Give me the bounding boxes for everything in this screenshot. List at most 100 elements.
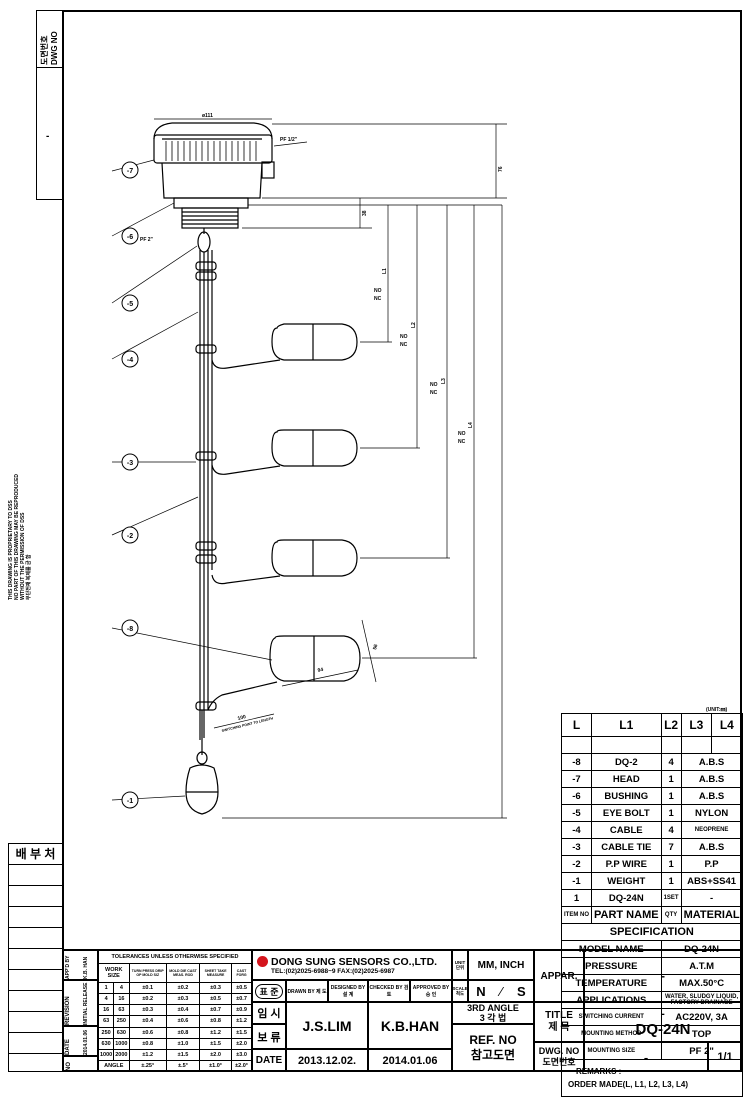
dim-header-l3: L3 — [680, 713, 713, 737]
head-top — [153, 134, 273, 164]
dim-l4: L4 — [468, 422, 474, 428]
drawn-by-label: DRAWN BY 제 도 — [286, 980, 328, 1002]
bobu-label: 보 류 — [252, 1024, 286, 1049]
cable-tie — [195, 271, 217, 281]
no-3: NO — [430, 382, 438, 388]
dim-header-l4: L4 — [711, 713, 743, 737]
callout-2: -2 — [127, 533, 133, 540]
callout-6: -6 — [127, 234, 133, 241]
dwg-no-label-en: DWG NO — [50, 31, 59, 65]
dwg-no-label-ko: 도면번호 — [40, 35, 49, 65]
pyojun-label: 표 준 — [252, 980, 286, 1002]
no-4: NO — [458, 431, 466, 437]
disclaimer-line-4: 무단전재 복제를 금 함 — [26, 554, 32, 600]
date-drawn: 2013.12.02. — [286, 1049, 368, 1072]
dims-header-row: L L1 L2 L3 L4 — [561, 713, 743, 737]
dwg-no-label-box: 도면번호 DWG NO — [37, 11, 62, 68]
dim-76: 76 — [498, 166, 504, 172]
unit-value: MM, INCH — [468, 950, 534, 980]
scale-slash-icon: ⁄ — [500, 983, 503, 999]
nc-2: NC — [400, 342, 408, 348]
cable-tie — [195, 701, 217, 711]
cable-tie — [195, 344, 217, 354]
left-strip: 도면번호 DWG NO - — [36, 10, 62, 200]
tolerance-row: ANGLE±.25°±.5°±1.0°±2.0° — [98, 1059, 252, 1073]
appar-value: - — [584, 950, 742, 1002]
distribution-title: 배 부 처 — [9, 844, 62, 865]
float-4 — [269, 635, 361, 682]
bushing-flange — [173, 197, 249, 209]
dim-56: 56 — [372, 643, 379, 650]
date-checked: 2014.01.06 — [368, 1049, 452, 1072]
tolerance-title: TOLERANCES UNLESS OTHERWISE SPECIFIED — [98, 950, 252, 964]
ref-no-en: REF. NO — [469, 1033, 517, 1047]
weight — [185, 764, 219, 815]
dim-38: 38 — [362, 210, 368, 216]
dim-l2: L2 — [411, 322, 417, 328]
unit-note: (UNIT:㎜) — [706, 707, 728, 713]
dim-header-l1: L1 — [591, 713, 662, 737]
scale-s: S — [517, 983, 526, 999]
title-label-en: TITLE — [545, 1010, 573, 1021]
drawn-by-value: J.S.LIM — [286, 1002, 368, 1049]
checked-by-label: CHECKED BY 검 토 — [368, 980, 410, 1002]
appar-label: APPAR. — [534, 950, 584, 1002]
dim-pf2: PF 2" — [140, 237, 154, 243]
dim-header-l: L — [561, 713, 592, 737]
float-1 — [271, 323, 358, 361]
float-lead-2 — [211, 464, 281, 475]
scale-value: N ⁄ S — [468, 980, 534, 1002]
float-2 — [271, 429, 358, 467]
technical-drawing: -7 -6 -5 -4 -3 -2 -8 -1 ø111 PF 1/2" PF … — [111, 113, 507, 819]
callout-4: -4 — [127, 357, 133, 364]
checked-by-value: K.B.HAN — [368, 1002, 452, 1049]
distribution-table: 배 부 처 — [8, 843, 63, 1072]
appd-by-label: APP'D BY — [65, 955, 71, 979]
rev-date-value: 2014.01.06 — [83, 1029, 89, 1055]
float-lead-4 — [207, 681, 278, 711]
cable-tie — [195, 261, 217, 271]
remarks-value: ORDER MADE(L, L1, L2, L3, L4) — [568, 1080, 689, 1089]
scale-n: N — [476, 983, 486, 999]
ref-no-box: REF. NO 참고도면 — [452, 1024, 534, 1072]
left-dash: - — [46, 131, 50, 142]
dim-l1: L1 — [382, 268, 388, 274]
eye-bolt — [197, 231, 211, 253]
dwg-no-label-ko-bottom: 도면번호 — [542, 1057, 576, 1067]
cable-tie — [195, 554, 217, 564]
no-2: NO — [400, 334, 408, 340]
no-1: NO — [374, 288, 382, 294]
cable-tie — [195, 541, 217, 551]
float-lead-1 — [211, 359, 281, 369]
kb-han-label: K.B. HAN — [83, 956, 89, 979]
company-tel: TEL:(02)2025-6988~9 FAX:(02)2025-6987 — [271, 967, 395, 975]
float-lead-3 — [211, 574, 281, 585]
unit-label: UNIT 단위 — [452, 950, 468, 980]
angle-box: 3RD ANGLE 3 각 법 — [452, 1002, 534, 1024]
dwg-no-label: DWG. NO 도면번호 — [534, 1042, 584, 1072]
no-label: NO — [66, 1062, 72, 1071]
scale-label: SCALE 척도 — [452, 980, 468, 1002]
cable-gland — [261, 161, 275, 179]
dim-94: 94 — [317, 667, 324, 674]
nc-4: NC — [458, 439, 466, 445]
nc-1: NC — [374, 296, 382, 302]
disclaimer: THIS DRAWING IS PROPRIETARY TO DSS NO PA… — [8, 474, 32, 600]
dim-100: 100 — [237, 714, 247, 722]
head-body — [161, 162, 263, 199]
